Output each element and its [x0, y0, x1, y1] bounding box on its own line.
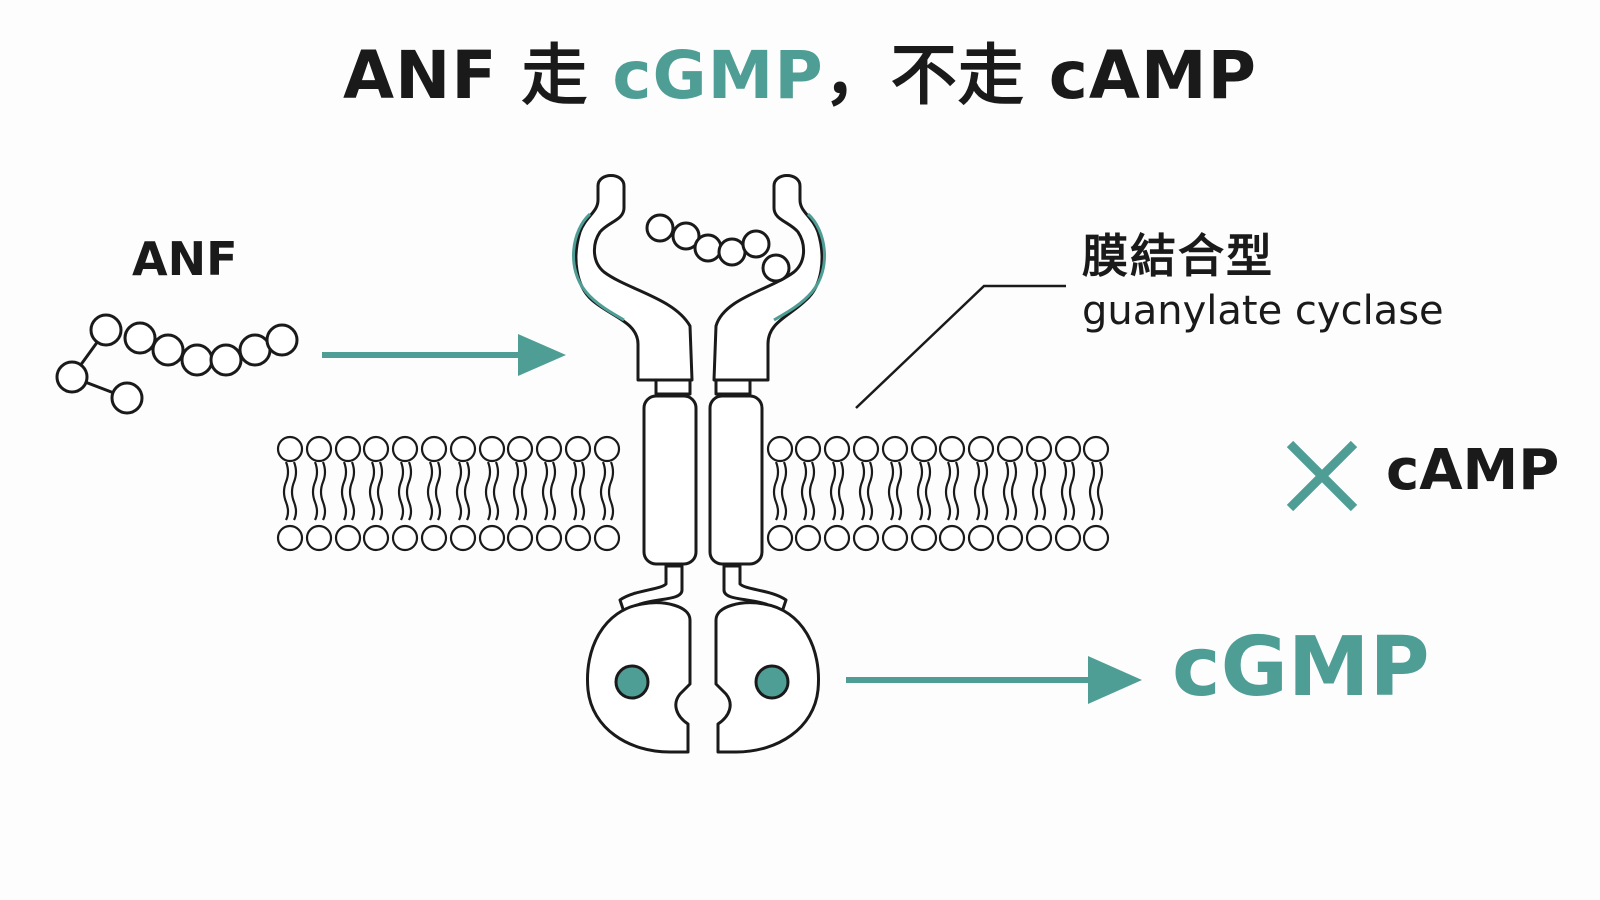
lipid-head — [305, 524, 333, 552]
anf-residue — [238, 333, 272, 367]
receptor-right-extracellular — [712, 174, 824, 382]
lipid-head — [535, 435, 563, 463]
lipid-head — [794, 435, 822, 463]
anf-residue — [645, 213, 675, 243]
lipid-head — [910, 435, 938, 463]
receptor-label-zh: 膜結合型 — [1082, 229, 1274, 283]
lipid-head — [881, 524, 909, 552]
transmembrane-right — [708, 394, 764, 566]
anf-residue — [89, 313, 123, 347]
anf-residue — [151, 333, 185, 367]
lipid-head — [305, 435, 333, 463]
page-title: ANF 走 cGMP，不走 cAMP — [0, 22, 1600, 118]
title-highlight: cGMP — [612, 37, 824, 114]
lipid-head — [1025, 435, 1053, 463]
lipid-head — [823, 435, 851, 463]
active-site-left — [614, 664, 650, 700]
lipid-head — [276, 524, 304, 552]
lipid-head — [1082, 524, 1110, 552]
lipid-head — [794, 524, 822, 552]
anf-residue — [110, 381, 144, 415]
title-part-1: ANF 走 — [343, 37, 613, 114]
anf-residue — [761, 253, 791, 283]
title-part-2: ，不走 cAMP — [823, 37, 1257, 114]
lipid-head — [449, 524, 477, 552]
lipid-head — [593, 524, 621, 552]
anf-residue — [265, 323, 299, 357]
lipid-head — [334, 524, 362, 552]
bound-anf-peptide — [645, 213, 791, 283]
anf-residue — [717, 237, 747, 267]
lipid-head — [1025, 524, 1053, 552]
transmembrane-left — [642, 394, 698, 566]
lipid-head — [564, 435, 592, 463]
camp-label: cAMP — [1386, 438, 1560, 503]
lipid-head — [766, 524, 794, 552]
lipid-head — [1054, 435, 1082, 463]
lipid-head — [1054, 524, 1082, 552]
x-mark-icon — [1286, 440, 1358, 512]
lipid-head — [852, 435, 880, 463]
arrow-right-icon — [846, 656, 1142, 704]
guanylate-cyclase-receptor — [572, 174, 826, 754]
anf-residue — [123, 321, 157, 355]
lipid-head — [535, 524, 563, 552]
lipid-head — [938, 435, 966, 463]
lipid-head — [276, 435, 304, 463]
lipid-head — [852, 524, 880, 552]
lipid-head — [506, 435, 534, 463]
lipid-head — [362, 435, 390, 463]
anf-residue — [741, 229, 771, 259]
lipid-head — [996, 524, 1024, 552]
lipid-head — [996, 435, 1024, 463]
lipid-head — [766, 435, 794, 463]
receptor-leader-line — [855, 284, 1066, 409]
active-site-right — [754, 664, 790, 700]
receptor-label-en: guanylate cyclase — [1082, 288, 1444, 334]
arrow-right-icon — [322, 334, 566, 376]
anf-residue — [209, 343, 243, 377]
lipid-head — [593, 435, 621, 463]
lipid-head — [391, 435, 419, 463]
lipid-head — [420, 435, 448, 463]
anf-residue — [693, 233, 723, 263]
anf-peptide-chain — [55, 313, 299, 415]
receptor-left-extracellular — [574, 174, 694, 382]
lipid-head — [967, 524, 995, 552]
anf-residue — [180, 343, 214, 377]
lipid-head — [449, 435, 477, 463]
cgmp-label: cGMP — [1172, 620, 1430, 715]
lipid-head — [420, 524, 448, 552]
anf-residue — [55, 360, 89, 394]
lipid-head — [823, 524, 851, 552]
anf-residue — [671, 221, 701, 251]
lipid-head — [881, 435, 909, 463]
lipid-head — [391, 524, 419, 552]
lipid-head — [478, 524, 506, 552]
lipid-head — [334, 435, 362, 463]
anf-label: ANF — [132, 232, 238, 286]
lipid-head — [1082, 435, 1110, 463]
lipid-head — [506, 524, 534, 552]
lipid-head — [938, 524, 966, 552]
lipid-head — [910, 524, 938, 552]
lipid-head — [967, 435, 995, 463]
lipid-head — [478, 435, 506, 463]
lipid-bilayer — [276, 435, 1110, 552]
lipid-head — [564, 524, 592, 552]
lipid-head — [362, 524, 390, 552]
